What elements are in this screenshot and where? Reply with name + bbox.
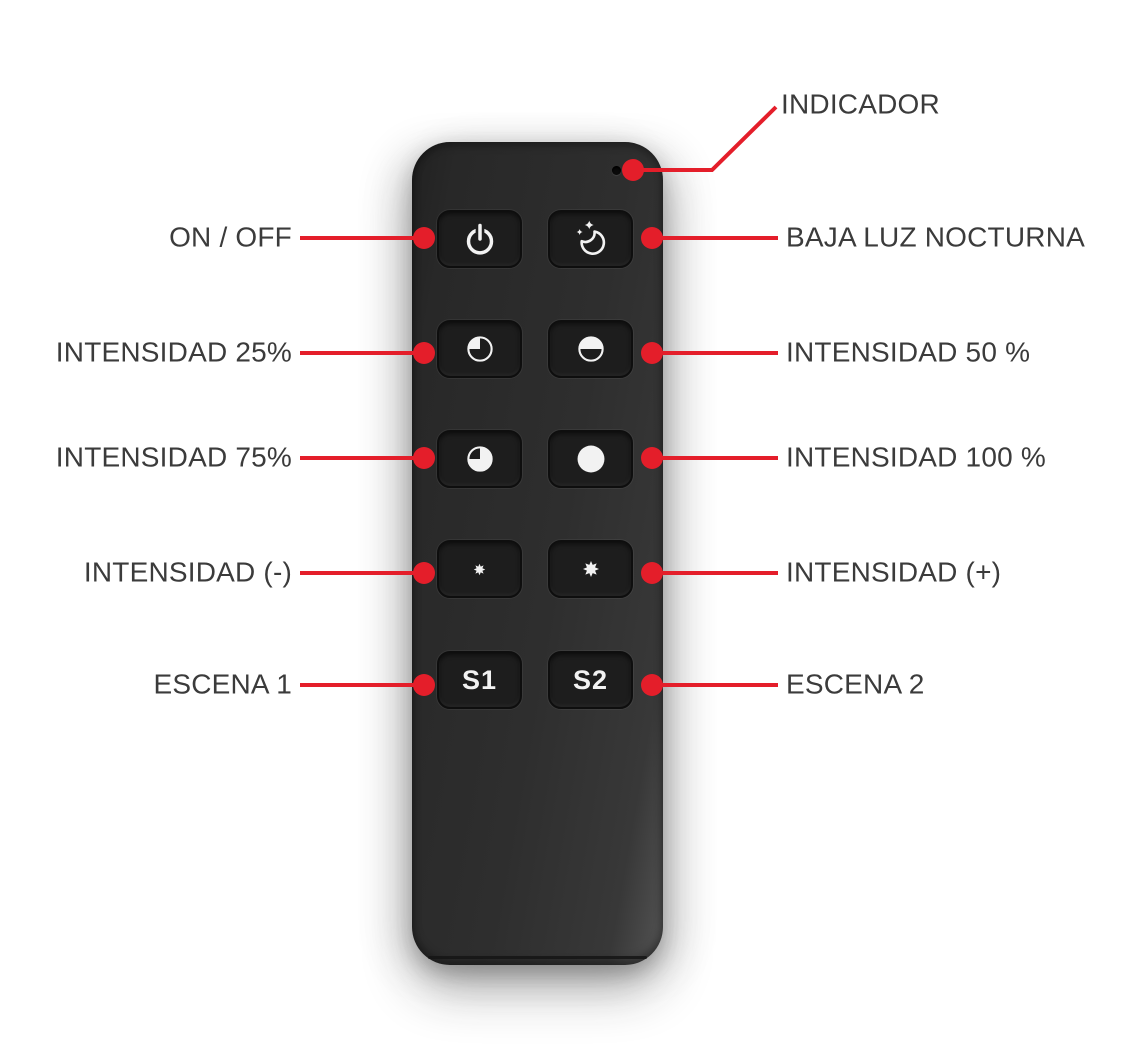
power-button[interactable] (437, 210, 522, 268)
callout-label-intensity-minus: INTENSIDAD (-) (83, 556, 292, 588)
scene-1-button-label: S1 (461, 664, 498, 695)
callout-label-intensity-25: INTENSIDAD 25% (55, 336, 292, 368)
remote-body: S1 S2 (412, 142, 663, 965)
moon-stars-icon (576, 220, 605, 255)
scene-2-button[interactable]: S2 (548, 651, 633, 709)
night-light-button[interactable] (548, 210, 633, 268)
callout-label-scene-1: ESCENA 1 (153, 668, 292, 700)
callout-label-night-light: BAJA LUZ NOCTURNA (786, 221, 1085, 253)
callout-label-scene-2: ESCENA 2 (786, 668, 925, 700)
intensity-50-button[interactable] (548, 320, 633, 378)
callout-label-intensity-plus: INTENSIDAD (+) (786, 556, 1002, 588)
intensity-minus-button[interactable] (437, 540, 522, 598)
intensity-100-button[interactable] (548, 430, 633, 488)
pie-full-icon (577, 445, 604, 473)
scene-2-button-label: S2 (572, 664, 609, 695)
intensity-75-button[interactable] (437, 430, 522, 488)
power-icon (466, 222, 493, 255)
intensity-plus-button[interactable] (548, 540, 633, 598)
battery-cover-seam (428, 956, 647, 959)
sun-small-icon (473, 563, 486, 575)
intensity-25-button[interactable] (437, 320, 522, 378)
scene-1-button[interactable]: S1 (437, 651, 522, 709)
pie-half-icon (577, 336, 604, 362)
sun-large-icon (582, 561, 599, 577)
pie-quarter-icon (466, 336, 493, 362)
callout-label-intensity-75: INTENSIDAD 75% (55, 441, 292, 473)
callout-label-indicator: INDICADOR (781, 88, 940, 120)
callout-label-on-off: ON / OFF (169, 221, 292, 253)
indicator-led-hole (612, 166, 621, 175)
callout-label-intensity-100: INTENSIDAD 100 % (786, 441, 1046, 473)
callout-label-intensity-50: INTENSIDAD 50 % (786, 336, 1031, 368)
pie-three-quarter-icon (466, 446, 493, 472)
